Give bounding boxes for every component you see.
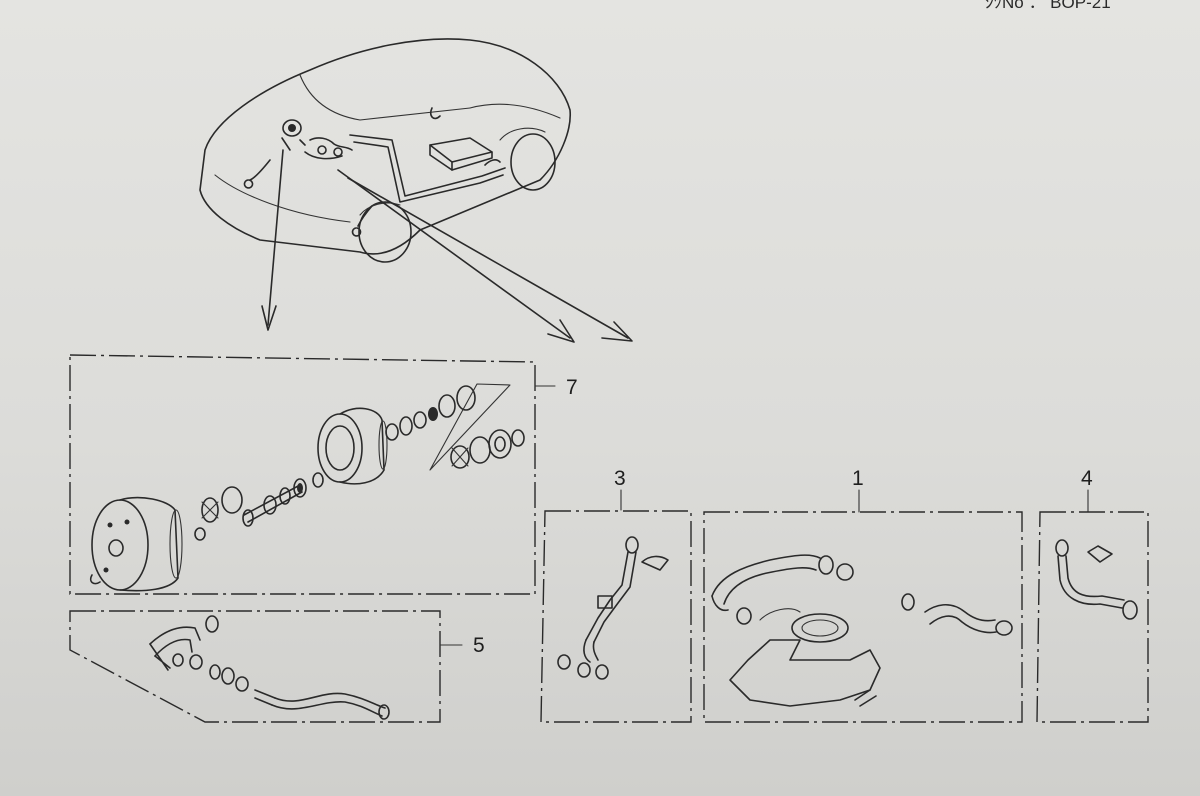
rear-brake-hose	[1055, 539, 1138, 620]
parts-group-7: 7	[69, 354, 578, 595]
parts-group-3: 3	[540, 467, 692, 723]
callout-label-3: 3	[614, 467, 626, 490]
booster-hose-and-valve	[711, 554, 1013, 707]
vacuum-hose-assembly	[149, 615, 390, 720]
brake-booster-part	[89, 496, 183, 592]
callout-label-4: 4	[1081, 467, 1093, 490]
master-cylinder-housing	[317, 407, 388, 485]
cup-seal-kit	[385, 383, 525, 471]
callout-label-5: 5	[473, 634, 485, 657]
parts-group-1: 1	[703, 467, 1023, 723]
front-brake-hose	[557, 536, 669, 680]
parts-group-5: 5	[69, 610, 485, 723]
parts-group-4: 4	[1036, 467, 1149, 723]
page-code-header: ｼﾂNo ： BOP-21	[985, 0, 1111, 12]
callout-label-1: 1	[852, 467, 864, 490]
vehicle-overview-illustration	[199, 38, 633, 343]
callout-label-7: 7	[566, 376, 578, 399]
seal-and-piston-parts	[194, 472, 324, 541]
